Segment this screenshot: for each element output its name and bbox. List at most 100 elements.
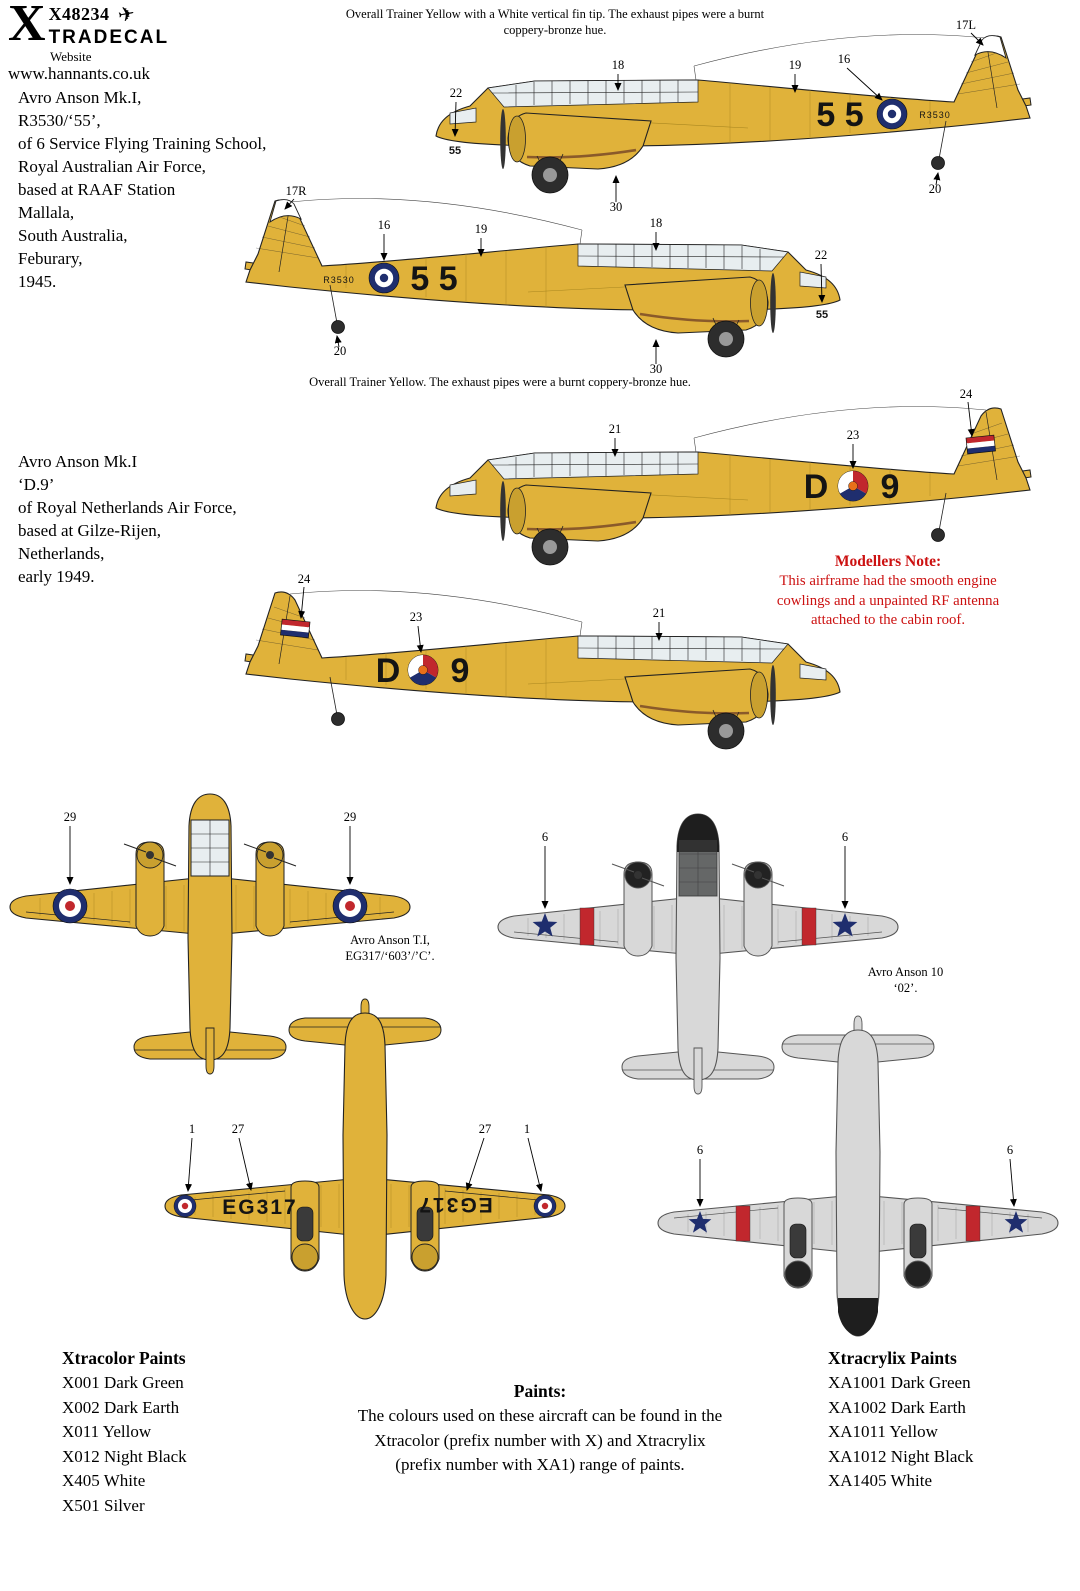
caption-scheme-1: Overall Trainer Yellow with a White vert…: [345, 7, 765, 37]
plan-bottom-yellow: EG317 EG317 1 27 27 1: [164, 998, 566, 1320]
brand-name: TRADECAL: [48, 27, 170, 48]
xtracolor-title: Xtracolor Paints: [62, 1348, 186, 1368]
callout-label: 27: [232, 1122, 245, 1136]
callout-label: 29: [64, 810, 77, 824]
website-url: www.hannants.co.uk: [8, 64, 150, 83]
code-digit: 9: [881, 468, 900, 506]
paints-note-title: Paints:: [513, 1381, 567, 1401]
netherlands-fin-flag: [280, 618, 311, 639]
star-insignia: [832, 913, 858, 937]
red-wing-band: [735, 1205, 751, 1242]
fuselage-code: 5 5: [816, 96, 863, 134]
caption-yellow-plan: Avro Anson T.I, EG317/‘603’/’C’.: [345, 933, 435, 963]
paint-item: X012 Night Black: [62, 1446, 187, 1466]
callout-label: 6: [542, 830, 548, 844]
website-label: Website: [50, 49, 92, 64]
profile-raaf-starboard: 5 5 R3530 55 22 18 19 16 17L 20 30: [434, 18, 1033, 214]
star-insignia: [1004, 1211, 1028, 1233]
aircraft2-description: Avro Anson Mk.I ‘D.9’ of Royal Netherlan…: [18, 452, 237, 586]
underwing-serial-reversed: EG317: [417, 1193, 492, 1216]
paint-item: X002 Dark Earth: [62, 1397, 180, 1417]
profile-raaf-port: 5 5 R3530 55 17R 16 19 18 22 20 30: [243, 184, 842, 376]
callout-label: 30: [610, 200, 623, 214]
callout-label: 23: [410, 610, 423, 624]
brand-header: X X48234 ✈ TRADECAL Website www.hannants…: [8, 0, 218, 84]
modellers-note: Modellers Note: This airframe had the sm…: [738, 552, 1038, 631]
callout-label: 6: [842, 830, 848, 844]
xtracrylix-paint-list: Xtracrylix Paints XA1001 Dark Green XA10…: [828, 1345, 1068, 1494]
red-wing-band: [965, 1205, 981, 1242]
xtracolor-paint-list: Xtracolor Paints X001 Dark Green X002 Da…: [62, 1345, 302, 1518]
code-letter: D: [804, 468, 829, 506]
paint-item: XA1405 White: [828, 1471, 933, 1490]
star-insignia: [532, 913, 558, 937]
plan-bottom-silver: 6 6: [657, 1015, 1059, 1337]
callout-label: 19: [789, 58, 802, 72]
callout-label: 22: [450, 86, 463, 100]
callout-label: 24: [960, 387, 973, 401]
callout-label: 29: [344, 810, 357, 824]
callout-label: 16: [378, 218, 391, 232]
code-digit: 9: [451, 652, 470, 690]
callout-label: 18: [612, 58, 625, 72]
callout-label: 1: [189, 1122, 195, 1136]
callout-label: 22: [815, 248, 828, 262]
nose-code: 55: [449, 145, 461, 157]
profile-rnlaf-port: D 9 24 23 21: [243, 572, 842, 751]
callout-label: 1: [524, 1122, 530, 1136]
brand-logo-x: X: [8, 0, 46, 52]
callout-label: 23: [847, 428, 860, 442]
callout-label: 17L: [956, 18, 976, 32]
paint-item: XA1012 Night Black: [828, 1446, 974, 1466]
raaf-roundel: [876, 98, 908, 130]
callout-label: 16: [838, 52, 851, 66]
callout-label: 19: [475, 222, 488, 236]
plan-top-silver: 6 6: [497, 813, 899, 1095]
callout-label: 6: [697, 1143, 703, 1157]
callout-label: 21: [653, 606, 666, 620]
fuselage-code: 5 5: [410, 260, 457, 298]
paint-item: X405 White: [62, 1471, 146, 1490]
nl-roundel: [837, 470, 869, 502]
paint-item: X501 Silver: [62, 1495, 145, 1515]
callout-label: 20: [334, 344, 347, 358]
profile-rnlaf-starboard: D 9 21 23 24: [434, 387, 1033, 567]
nl-roundel: [407, 654, 439, 686]
paints-note: Paints: The colours used on these aircra…: [320, 1378, 760, 1478]
xtracrylix-title: Xtracrylix Paints: [828, 1348, 957, 1368]
black-nose-cap: [838, 1298, 878, 1336]
callout-label: 20: [929, 182, 942, 196]
serial-number: R3530: [919, 110, 951, 120]
callout-label: 6: [1007, 1143, 1013, 1157]
serial-number: R3530: [323, 275, 355, 285]
red-wing-band: [579, 907, 595, 946]
modellers-note-title: Modellers Note:: [834, 553, 942, 570]
dark-canopy: [679, 840, 717, 896]
caption-silver-plan: Avro Anson 10 ‘02’.: [867, 965, 944, 995]
caption-scheme-1b: Overall Trainer Yellow. The exhaust pipe…: [309, 375, 691, 389]
netherlands-fin-flag: [965, 434, 996, 455]
raf-roundel: [173, 1194, 197, 1218]
paint-item: X001 Dark Green: [62, 1373, 184, 1392]
star-insignia: [688, 1211, 712, 1233]
paint-item: XA1001 Dark Green: [828, 1373, 971, 1392]
callout-label: 27: [479, 1122, 492, 1136]
raf-roundel: [52, 888, 88, 924]
code-letter: D: [376, 652, 401, 690]
callout-label: 30: [650, 362, 663, 376]
paint-item: XA1002 Dark Earth: [828, 1397, 966, 1417]
product-code: X48234: [48, 4, 110, 24]
red-wing-band: [801, 907, 817, 946]
plane-icon: ✈: [115, 2, 137, 28]
callout-label: 17R: [286, 184, 308, 198]
raf-roundel: [332, 888, 368, 924]
plan-top-yellow: 29 29: [9, 793, 411, 1075]
callout-label: 24: [298, 572, 311, 586]
raf-roundel: [533, 1194, 557, 1218]
paint-item: X011 Yellow: [62, 1422, 152, 1441]
underwing-serial: EG317: [222, 1196, 297, 1219]
callout-label: 21: [609, 422, 622, 436]
nose-code: 55: [816, 309, 828, 321]
raaf-roundel: [368, 262, 400, 294]
paint-item: XA1011 Yellow: [828, 1422, 938, 1441]
